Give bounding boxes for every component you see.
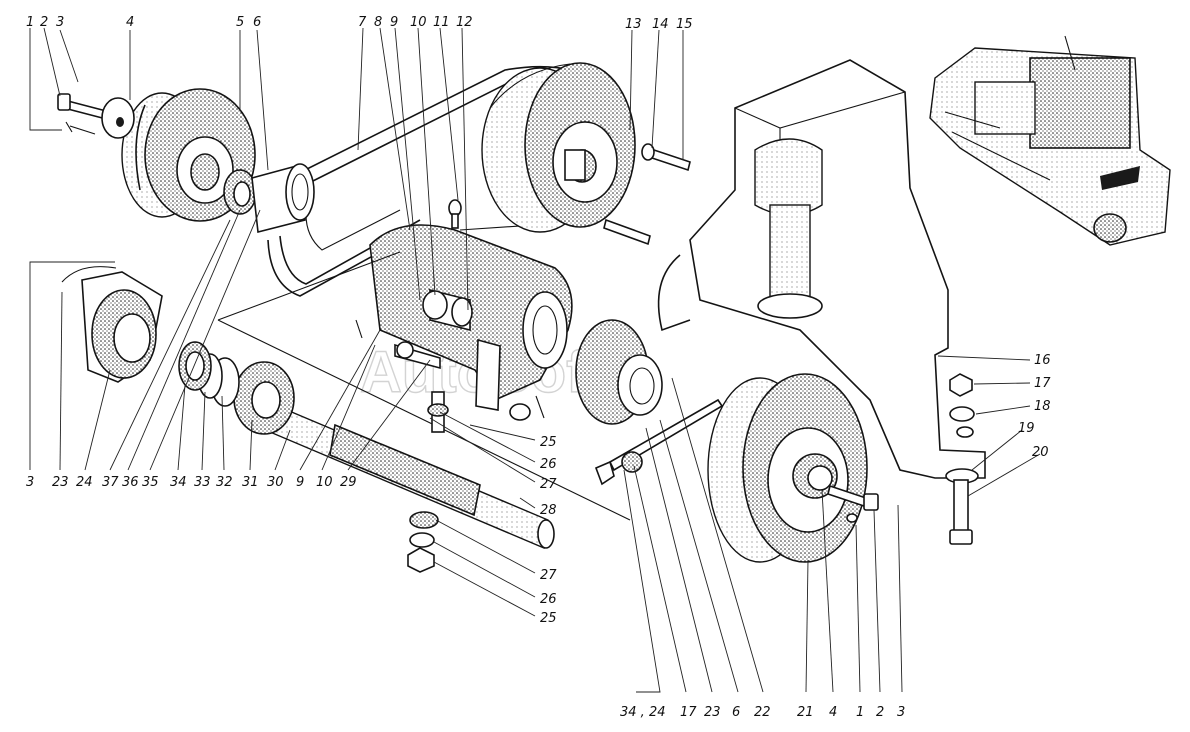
callout-23-left: 23 <box>52 475 69 490</box>
callouts-left-bottom: 3 23 24 37 36 35 34 33 32 31 30 9 10 29 <box>26 475 357 490</box>
callout-1: 1 <box>26 15 34 30</box>
callouts-bottom: 34 , 24 17 23 6 22 21 4 1 2 3 <box>620 705 905 720</box>
callout-25-upper: 25 <box>540 435 557 450</box>
tensioner-housing <box>217 199 631 521</box>
nut-washer-stack <box>407 511 439 573</box>
callout-10-bottom: 10 <box>316 475 333 490</box>
callout-6: 6 <box>253 15 261 30</box>
callouts-right: 16 17 18 19 20 <box>1018 353 1051 460</box>
callout-2-bottom: 2 <box>876 705 884 720</box>
callout-21: 21 <box>797 705 814 720</box>
crankshaft-pulley <box>707 373 879 563</box>
callout-27-upper: 27 <box>540 477 557 492</box>
callout-31: 31 <box>242 475 259 490</box>
callout-2: 2 <box>40 15 48 30</box>
callout-27-lower: 27 <box>540 568 557 583</box>
right-bolt <box>603 143 691 246</box>
callout-32: 32 <box>216 475 233 490</box>
callout-15: 15 <box>676 17 693 32</box>
callout-9-bottom: 9 <box>296 475 304 490</box>
callout-26-lower: 26 <box>540 592 557 607</box>
callout-26-upper: 26 <box>540 457 557 472</box>
callout-17-right: 17 <box>1034 376 1051 391</box>
callout-20: 20 <box>1032 445 1049 460</box>
callout-14: 14 <box>652 17 669 32</box>
callout-12: 12 <box>456 15 473 30</box>
callout-25-lower: 25 <box>540 611 557 626</box>
leader-lines <box>29 27 1041 693</box>
callout-37: 37 <box>102 475 119 490</box>
callout-4-bottom: 4 <box>829 705 837 720</box>
callout-18: 18 <box>1034 399 1051 414</box>
callout-5: 5 <box>236 15 244 30</box>
callout-8: 8 <box>374 15 382 30</box>
callout-3-left: 3 <box>26 475 34 490</box>
inset-engine-view <box>929 35 1171 246</box>
callout-17-bottom: 17 <box>680 705 697 720</box>
callout-24-left: 24 <box>76 475 93 490</box>
flange-and-long-bolt <box>575 319 724 486</box>
callout-6-bottom: 6 <box>732 705 740 720</box>
right-hardware <box>945 373 979 545</box>
callout-23-bottom: 23 <box>704 705 721 720</box>
callout-35: 35 <box>142 475 159 490</box>
callout-9: 9 <box>390 15 398 30</box>
callout-16: 16 <box>1034 353 1051 368</box>
callouts-center-right: 25 26 27 28 27 26 25 <box>540 435 557 626</box>
left-bolt-and-washer <box>57 93 135 139</box>
callout-22: 22 <box>754 705 771 720</box>
bearing-cover <box>61 266 163 383</box>
callout-7: 7 <box>358 15 367 30</box>
callout-13: 13 <box>625 17 642 32</box>
callout-3-bottom: 3 <box>897 705 905 720</box>
shaft-assembly <box>178 341 555 549</box>
callout-36: 36 <box>122 475 139 490</box>
seals-and-bushing <box>223 163 315 234</box>
pins-and-bolt <box>355 319 545 433</box>
callout-11: 11 <box>433 15 450 30</box>
callout-4: 4 <box>126 15 134 30</box>
upper-right-pulley <box>481 62 636 233</box>
callout-1-bottom: 1 <box>856 705 864 720</box>
callouts-top: 1 2 3 4 5 6 7 8 9 10 11 12 13 14 15 <box>26 15 693 32</box>
callout-34-24: 34 , 24 <box>620 705 665 720</box>
callout-33: 33 <box>194 475 211 490</box>
callout-28: 28 <box>540 503 557 518</box>
callout-10: 10 <box>410 15 427 30</box>
engine-block <box>657 59 986 479</box>
callout-3: 3 <box>56 15 64 30</box>
callout-34: 34 <box>170 475 187 490</box>
callout-19: 19 <box>1018 421 1035 436</box>
callout-29: 29 <box>340 475 357 490</box>
callout-30: 30 <box>267 475 284 490</box>
